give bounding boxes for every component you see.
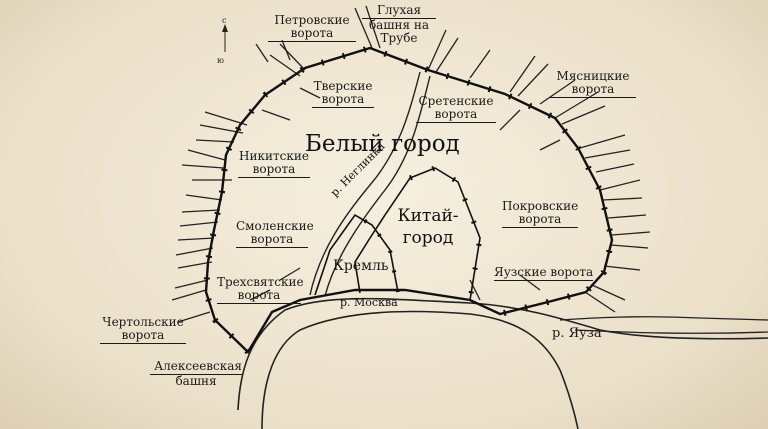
petrovskie-gate-label: Петровские ворота [268,14,356,42]
pokrovskie-gate-label: Покровские ворота [502,199,579,228]
myasnitskie-gate-label: Мясницкие ворота [550,70,636,98]
compass-arrow-icon [222,24,228,52]
yauzskie-gate-label: Яузские ворота [494,265,594,281]
moskva-river-north-bank [237,297,768,411]
bely-gorod-wall [204,46,614,354]
kremlin-wall [314,213,399,296]
yauza-river-label: р. Яуза [552,326,602,341]
yauza-river-bank-2 [574,329,768,334]
compass-north: с [222,16,227,25]
compass-south: ю [217,56,224,65]
yauza-river-bank-1 [559,316,768,321]
nikitskie-gate-label: Никитские ворота [238,149,310,178]
kremlin-towers [353,213,400,293]
glukhaya-tower-label: Глухая башня на Трубе [362,4,436,45]
neglinka-river-west [309,71,421,296]
alekseevskaya-tower-label: Алексеевская башня [150,360,242,388]
tverskie-gate-label: Тверские ворота [312,79,374,108]
smolenskie-gate-label: Смоленские ворота [236,219,314,248]
moskva-river-label: р. Москва [340,296,398,309]
trekhsvyatskie-gate-label: Трехсвятские ворота [217,275,304,304]
moskva-river-south-bank [261,310,579,429]
neglinka-river-east [324,75,431,297]
bely-gorod-label: Белый город [305,131,460,157]
sretenskie-gate-label: Сретенские ворота [416,95,496,123]
kremlin-label: Кремль [333,258,389,274]
kitai-gorod-label: Китай-город [397,206,459,248]
chertolskie-gate-label: Чертольские ворота [100,316,186,344]
